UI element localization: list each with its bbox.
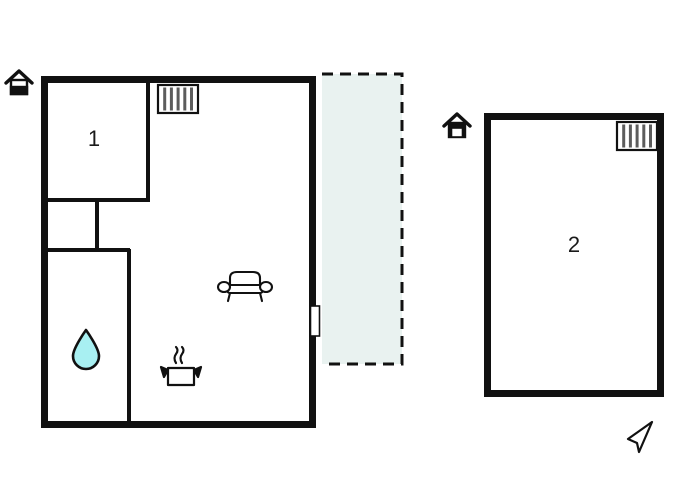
house-door	[450, 127, 464, 138]
water-drop-icon	[71, 328, 101, 371]
sofa-arm-left	[216, 280, 232, 294]
house-door	[9, 85, 29, 96]
hall-partition	[44, 201, 130, 252]
door-opening	[309, 305, 321, 337]
north-arrow-shape	[626, 420, 654, 454]
building-2-outer-wall	[484, 113, 664, 397]
door-opening-marker	[309, 305, 321, 337]
terrace-dashed-outline	[322, 72, 404, 366]
sofa-leg-left	[226, 291, 232, 303]
pot-steam-left	[173, 345, 179, 365]
water-drop-shape	[71, 328, 101, 371]
building-1: 1	[4, 69, 321, 428]
room-1-partition	[44, 79, 150, 202]
pot-body	[166, 366, 196, 387]
cooking-pot-icon	[159, 345, 203, 387]
radiator-icon	[156, 83, 200, 115]
pot-handle-right	[192, 365, 203, 379]
north-arrow-icon	[626, 420, 654, 454]
building-2-floor	[484, 113, 664, 397]
terrace-area	[322, 72, 404, 366]
house-entrance-icon	[4, 69, 34, 96]
radiator-icon	[615, 120, 659, 152]
sofa-icon	[216, 270, 274, 303]
pot-handle-left	[159, 365, 170, 379]
sofa-leg-right	[258, 291, 264, 303]
sofa-arm-right	[258, 280, 274, 294]
sofa-seat	[225, 283, 265, 295]
sofa-backrest	[228, 270, 262, 287]
house-entrance-icon	[442, 112, 472, 139]
room-number-2: 2	[568, 232, 580, 257]
pot-steam-right	[179, 345, 185, 365]
room-number-1: 1	[88, 126, 100, 151]
building-2: 2	[442, 112, 664, 397]
terrace-fill	[322, 74, 402, 364]
